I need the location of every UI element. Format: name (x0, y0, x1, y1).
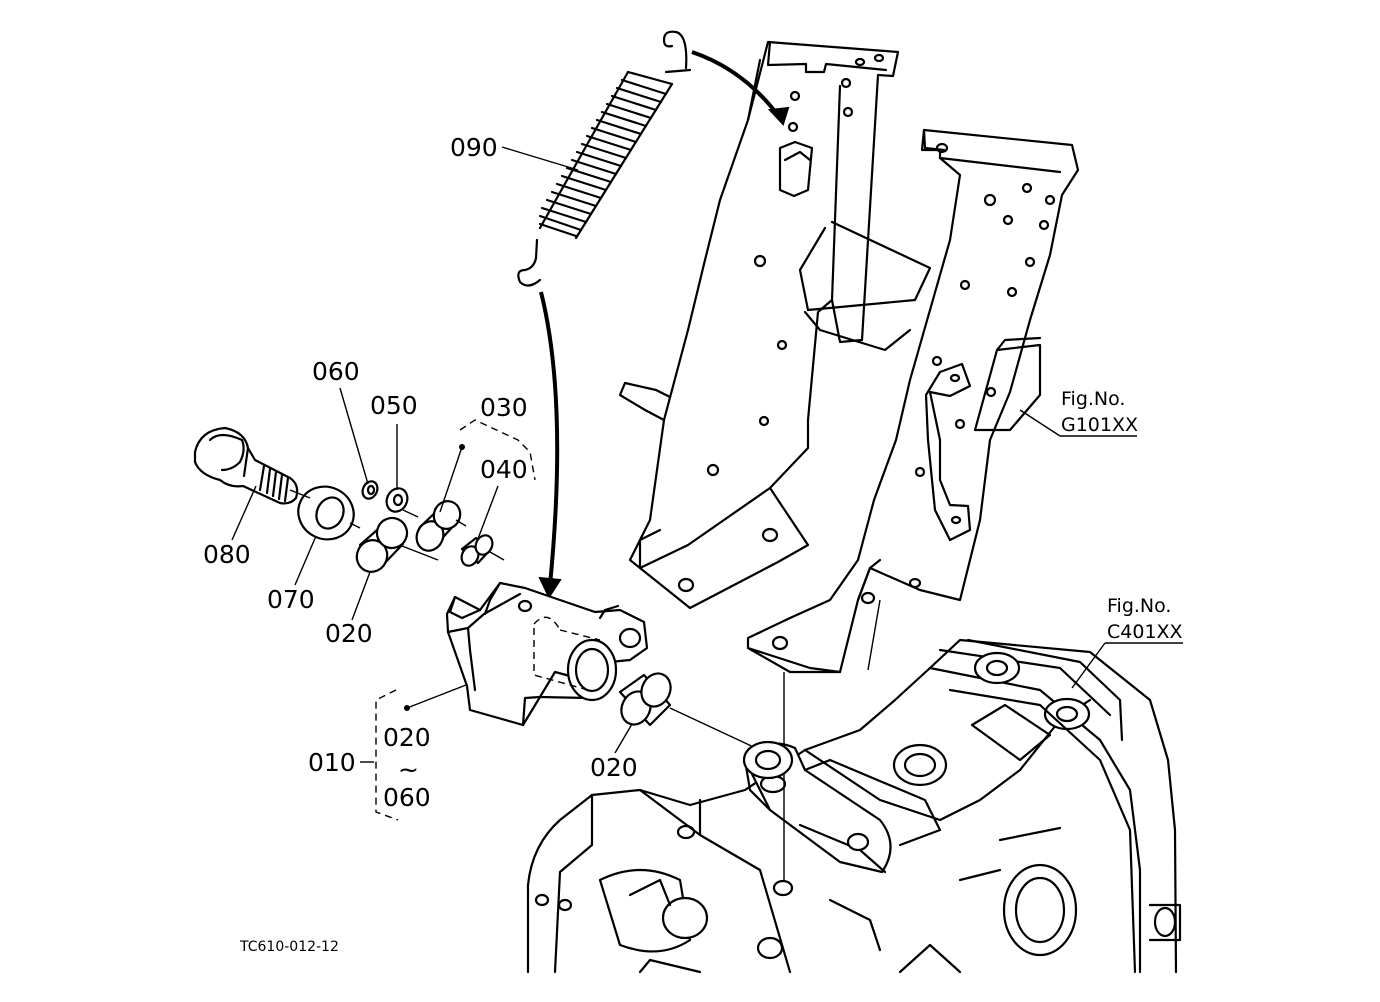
part-labels: 090 060 050 030 040 080 070 020 020 010 … (203, 133, 638, 821)
washer-050 (385, 487, 409, 513)
circlip-060 (361, 480, 379, 500)
leader-090 (501, 146, 579, 171)
label-070: 070 (267, 585, 315, 614)
fig-ref-c-leader (1071, 642, 1106, 689)
lever-010 (445, 581, 649, 727)
bracket-assembly (618, 40, 1080, 880)
alignment-lines (289, 489, 794, 780)
leader-010-part (406, 684, 467, 709)
label-090: 090 (450, 133, 498, 162)
pin-040 (460, 534, 494, 567)
leader-080 (231, 485, 257, 541)
label-060: 060 (312, 357, 360, 386)
label-050: 050 (370, 391, 418, 420)
leader-030 (439, 446, 463, 513)
label-060-range-end: 060 (383, 783, 431, 812)
fig-ref-g-prefix: Fig.No. (1061, 388, 1125, 410)
label-010: 010 (308, 748, 356, 777)
collar-030 (415, 500, 462, 552)
leader-040 (475, 485, 499, 545)
label-020-range-start: 020 (383, 723, 431, 752)
bracket-030 (459, 419, 536, 481)
label-030: 030 (480, 393, 528, 422)
label-020-lower: 020 (590, 753, 638, 782)
fig-ref-g-leader (1019, 409, 1061, 437)
label-040: 040 (480, 455, 528, 484)
bracket-010 (375, 689, 399, 821)
spring-coil (538, 70, 674, 240)
bushing-020-upper (355, 516, 409, 573)
leader-020-lower (614, 723, 633, 754)
label-080: 080 (203, 540, 251, 569)
fig-ref-c-prefix: Fig.No. (1107, 595, 1171, 617)
spring-090 (517, 30, 692, 287)
label-020-upper: 020 (325, 619, 373, 648)
washer-070 (297, 485, 355, 541)
bolt-080 (193, 426, 299, 505)
fig-ref-c-code: C401XX (1107, 621, 1183, 643)
drawing-code: TC610-012-12 (239, 939, 339, 955)
label-range-tilde: ~ (398, 755, 419, 784)
leader-020-upper (351, 571, 371, 621)
figure-references: Fig.No. G101XX Fig.No. C401XX (1019, 388, 1183, 689)
leader-060 (339, 387, 369, 485)
bushing-020-lower (618, 672, 672, 727)
fig-ref-g-code: G101XX (1061, 414, 1138, 436)
leader-070 (294, 535, 317, 586)
assembly-arrows (538, 50, 790, 600)
